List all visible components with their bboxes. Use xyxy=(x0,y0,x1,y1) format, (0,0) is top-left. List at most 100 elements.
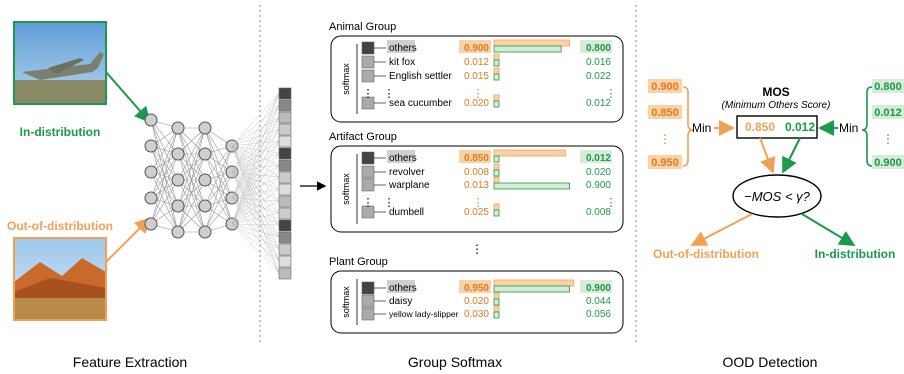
green-prob: 0.044 xyxy=(586,296,611,307)
feature-cell xyxy=(278,171,292,184)
feature-cell xyxy=(278,207,292,220)
feature-edge xyxy=(231,145,280,214)
nn-node xyxy=(198,225,212,239)
nn-edge xyxy=(177,179,206,233)
class-label: others xyxy=(389,43,417,54)
nn-edge xyxy=(177,127,206,233)
green-bar xyxy=(493,59,500,67)
out-distribution-image xyxy=(13,237,107,321)
orange-group-min: 0.900 xyxy=(651,81,679,93)
nn-edge xyxy=(204,171,233,233)
orange-prob: 0.020 xyxy=(464,296,489,307)
row-ellipsis: ⋮ xyxy=(363,88,374,100)
feature-edge xyxy=(231,171,280,178)
orange-bar xyxy=(493,163,500,171)
green-prob: 0.016 xyxy=(586,57,611,68)
feature-edge xyxy=(231,164,280,173)
feature-edge xyxy=(231,116,280,173)
feature-edge xyxy=(231,188,280,199)
row-ellipsis: ⋮ xyxy=(363,197,374,209)
decision-text: −MOS < γ? xyxy=(744,189,811,204)
green-value-highlight xyxy=(580,280,612,293)
class-label: others xyxy=(389,153,417,164)
green-prob: 0.022 xyxy=(586,71,611,82)
orange-value-highlight xyxy=(459,150,491,163)
feature-edge xyxy=(231,116,280,147)
out-arrow xyxy=(105,217,151,263)
feature-edge xyxy=(231,140,280,173)
orange-prob: 0.008 xyxy=(464,167,489,178)
nn-node xyxy=(171,199,185,213)
feature-edge xyxy=(231,223,280,238)
orange-prob: 0.015 xyxy=(464,71,489,82)
green-bar xyxy=(493,155,500,163)
class-label: yellow lady-slipper xyxy=(389,309,459,319)
orange-bar xyxy=(493,176,500,184)
class-label: kit fox xyxy=(389,57,415,68)
feature-edge xyxy=(231,128,280,147)
feature-edge xyxy=(231,171,280,250)
nn-edge xyxy=(177,127,206,207)
feature-edge xyxy=(231,164,280,225)
feature-cell xyxy=(278,135,292,148)
feature-edge xyxy=(231,197,280,214)
feature-cell xyxy=(278,99,292,112)
feature-edge xyxy=(231,152,280,225)
nn-edge xyxy=(177,153,206,233)
orange-value-bg xyxy=(648,79,682,93)
orange-bar xyxy=(493,292,500,300)
feature-cell xyxy=(278,159,292,172)
in-distribution-image xyxy=(13,21,107,105)
orange-bar xyxy=(493,149,566,157)
feature-edge xyxy=(231,140,280,225)
class-label: English settler xyxy=(389,71,452,82)
in-arrow xyxy=(105,71,151,124)
row-ellipsis: ⋮ xyxy=(606,88,617,100)
green-brace xyxy=(861,86,873,167)
mos-title: MOS xyxy=(762,85,789,99)
feature-edge xyxy=(231,128,280,173)
softmax-label: softmax xyxy=(341,63,351,95)
green-prob: 0.008 xyxy=(586,207,611,218)
feature-edge xyxy=(231,140,280,147)
softmax-label: softmax xyxy=(341,286,351,318)
class-label: warplane xyxy=(388,180,430,191)
green-value-bg xyxy=(872,105,904,119)
green-value-bg xyxy=(872,79,904,93)
orange-bar xyxy=(493,305,500,313)
feature-cell xyxy=(278,195,292,208)
nn-edge xyxy=(204,145,233,181)
green-bar xyxy=(493,209,500,217)
in-result-label: In-distribution xyxy=(815,247,896,261)
others-highlight xyxy=(387,40,415,53)
orange-bar xyxy=(493,279,575,287)
feature-edge xyxy=(231,104,280,173)
feature-edge xyxy=(231,92,280,199)
feature-cell xyxy=(278,147,292,160)
feature-cell xyxy=(278,183,292,196)
orange-value-highlight xyxy=(459,280,491,293)
logit-cell xyxy=(361,178,375,192)
feature-edge xyxy=(231,145,280,274)
nn-edge xyxy=(150,127,179,225)
nn-node xyxy=(171,147,185,161)
logit-cell xyxy=(361,151,375,165)
nn-edge xyxy=(204,145,233,233)
green-group-min: 0.800 xyxy=(874,81,902,93)
feature-cell xyxy=(278,243,292,256)
class-label: daisy xyxy=(389,296,412,307)
feature-edge xyxy=(231,145,280,178)
nn-node xyxy=(144,139,158,153)
feature-edge xyxy=(231,223,280,226)
orange-prob: 0.900 xyxy=(464,43,489,54)
in-distribution-label: In-distribution xyxy=(20,125,101,139)
group-title: Animal Group xyxy=(329,21,396,33)
feature-edge xyxy=(231,176,280,225)
feature-edge xyxy=(231,171,280,274)
orange-value-highlight xyxy=(459,40,491,53)
others-highlight xyxy=(387,150,415,163)
feature-cell xyxy=(278,267,292,280)
